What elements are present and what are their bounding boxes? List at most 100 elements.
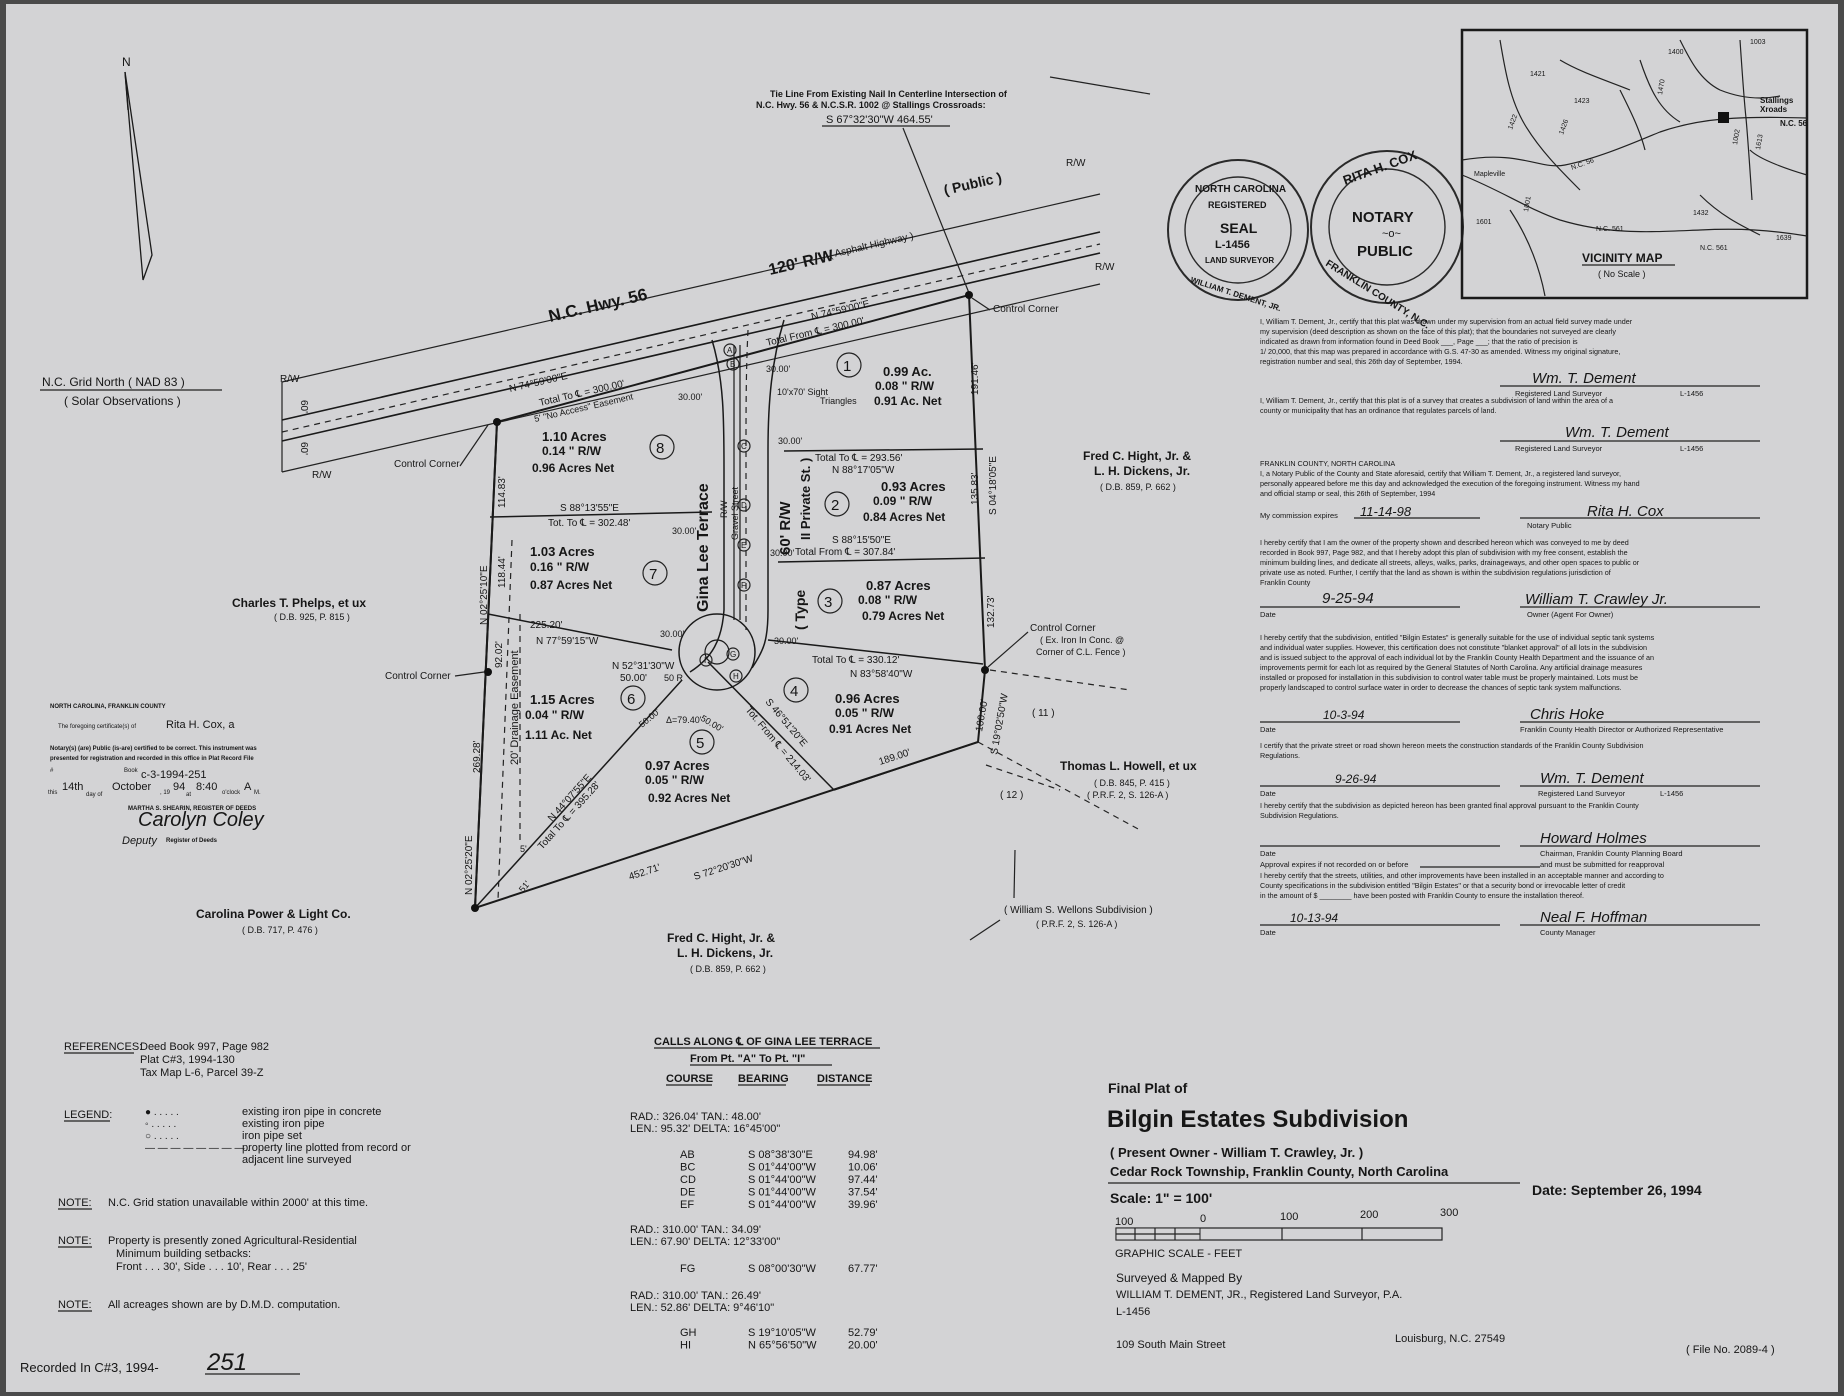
bearing-8: Total To ℄ = 330.12' — [812, 655, 899, 666]
calls-distance: 20.00' — [848, 1340, 878, 1352]
seal-surveyor-bottom: LAND SURVEYOR — [1205, 256, 1274, 265]
dist-30a: 30.00' — [766, 364, 791, 374]
vic-1422: 1422 — [1507, 114, 1519, 131]
lot-7-net: 0.87 Acres Net — [530, 578, 612, 592]
calls-course: AB — [680, 1149, 695, 1161]
vic-1639: 1639 — [1776, 235, 1792, 242]
cert-owner-signature: William T. Crawley Jr. — [1525, 591, 1668, 608]
title-owner: ( Present Owner - William T. Crawley, Jr… — [1110, 1145, 1363, 1160]
cert-street-sig-label: Registered Land Surveyor — [1538, 789, 1626, 798]
cert-street-date-label: Date — [1260, 789, 1276, 798]
bearing-4-dist: Tot. To ℄ = 302.48' — [548, 518, 630, 529]
cert-notary-date: 11-14-98 — [1360, 504, 1412, 519]
calls-course: HI — [680, 1340, 691, 1352]
lot-6-net: 1.11 Ac. Net — [525, 728, 592, 742]
reg-line-6h: 8:40 — [196, 781, 217, 793]
lot-8: 8 1.10 Acres 0.14 " R/W 0.96 Acres Net — [532, 429, 675, 475]
lot-4-num: 4 — [790, 683, 798, 700]
monument-nw — [493, 418, 501, 426]
calls-row: HI N 65°56'50"W 20.00' — [680, 1340, 878, 1352]
calls-bearing: S 08°38'30"E — [748, 1149, 813, 1161]
road-rw-small: R/W — [719, 500, 729, 518]
calls-distance: 52.79' — [848, 1327, 878, 1339]
cert-planning-exp: Approval expires if not recorded on or b… — [1260, 860, 1408, 869]
owner-howell-2: ( D.B. 845, P. 415 ) — [1094, 778, 1170, 788]
note-1-line-2: Front . . . 30', Side . . . 10', Rear . … — [116, 1261, 307, 1273]
cert-owner-date-value: 9-25-94 — [1322, 590, 1374, 607]
rw-label-4: R/W — [312, 470, 332, 481]
scale-200: 200 — [1360, 1209, 1378, 1221]
calls-bearing: S 01°44'00"W — [748, 1199, 817, 1211]
cert-notary-label: Notary Public — [1527, 521, 1572, 530]
owner-hight-ne: Fred C. Hight, Jr. & — [1083, 449, 1191, 463]
calls-distance: 39.96' — [848, 1199, 878, 1211]
legend-text-4: adjacent line surveyed — [242, 1154, 351, 1166]
seal-surveyor-top: NORTH CAROLINA — [1195, 184, 1286, 195]
recorded: Recorded In C#3, 1994- 251 — [20, 1349, 300, 1376]
cert-improvements-line-2: in the amount of $ ________ have been po… — [1260, 891, 1584, 900]
five-foot: 5' — [520, 844, 527, 854]
cert-subdivision-signature: Wm. T. Dement — [1565, 424, 1669, 441]
road-60-rw: 60' R/W — [777, 501, 794, 555]
owner-howell: Thomas L. Howell, et ux — [1060, 759, 1197, 773]
title-firm: WILLIAM T. DEMENT, JR., Registered Land … — [1116, 1289, 1402, 1301]
owner-howell-3: ( P.R.F. 2, S. 126-A ) — [1087, 790, 1168, 800]
cert-surveyor-signature: Wm. T. Dement — [1532, 370, 1636, 387]
dist-30e: 30.00' — [770, 548, 795, 558]
lot-2: 2 0.93 Acres 0.09 " R/W 0.84 Acres Net — [824, 479, 946, 524]
lot-1-num: 1 — [843, 358, 851, 375]
bearing-2: N 74°59'00"E — [508, 371, 569, 395]
lot-4: 4 0.96 Acres 0.05 " R/W 0.91 Acres Net — [783, 677, 911, 736]
calls-bearing: S 01°44'00"W — [748, 1162, 817, 1174]
cert-notary-line-3: and official stamp or seal, this 26th of… — [1260, 489, 1435, 498]
scale-100b: 100 — [1280, 1211, 1298, 1223]
calls-bearing: N 65°56'50"W — [748, 1340, 817, 1352]
road-private: II Private St. ) — [798, 458, 813, 540]
vic-1001: 1001 — [1523, 196, 1533, 213]
owner-wellons-2: ( P.R.F. 2, S. 126-A ) — [1036, 919, 1117, 929]
owner-hight-s: Fred C. Hight, Jr. & — [667, 931, 775, 945]
cert-street-num: L-1456 — [1660, 789, 1683, 798]
rw-label-2: R/W — [1095, 262, 1115, 273]
bearing-14: 132.73' — [986, 595, 997, 628]
reg-line-6b: 14th — [62, 781, 83, 793]
lot-6-acres: 1.15 Acres — [530, 692, 595, 707]
lot-5: 5 0.97 Acres 0.05 " R/W 0.92 Acres Net — [645, 729, 730, 805]
cert-owner-line-2: minimum building lines, and dedicate all… — [1260, 558, 1640, 567]
sight-triangle-2: Triangles — [820, 396, 857, 406]
bearing-6: 225.20' — [530, 620, 563, 631]
dist-30c: 30.00' — [778, 436, 803, 446]
cert-improvements-line-0: I hereby certify that the streets, utili… — [1260, 871, 1664, 880]
reg-line-2a: The foregoing certificate(s) of — [58, 724, 136, 730]
bearing-7-dist: 50.00' — [620, 673, 647, 684]
seal-surveyor-num: L-1456 — [1215, 239, 1250, 251]
reg-line-6j: A — [244, 781, 252, 793]
lot-2-rw: 0.09 " R/W — [873, 494, 933, 508]
bearing-15e: 269.28' — [472, 740, 483, 773]
rw-label-3: R/W — [280, 374, 300, 385]
vicinity-map: Stallings Xroads N.C. 56 N.C. 56 Maplevi… — [1460, 28, 1809, 300]
references: REFERENCES: Deed Book 997, Page 982 Plat… — [64, 1041, 269, 1079]
cert-improvements-sig-label: County Manager — [1540, 928, 1596, 937]
bearing-4: S 88°13'55"E — [560, 503, 619, 514]
seal-notary-dash: ~o~ — [1382, 228, 1401, 240]
lot-5-num: 5 — [696, 735, 704, 752]
reg-line-1: NORTH CAROLINA, FRANKLIN COUNTY — [50, 704, 166, 710]
cert-street-line-0: I certify that the private street or roa… — [1260, 741, 1644, 750]
cert-notary-line-0: FRANKLIN COUNTY, NORTH CAROLINA — [1260, 459, 1395, 468]
point-f: F — [741, 581, 746, 590]
seal-notary-notary: NOTARY — [1352, 209, 1414, 226]
legend-text-3: property line plotted from record or — [242, 1142, 411, 1154]
control-corner-3: Control Corner — [385, 671, 451, 682]
cert-street-line-1: Regulations. — [1260, 751, 1300, 760]
lot-6-rw: 0.04 " R/W — [525, 708, 585, 722]
road-type: ( Type — [792, 590, 808, 630]
reg-line-6f: 94 — [173, 781, 185, 793]
control-corner-1: Control Corner — [394, 459, 460, 470]
dist-30b: 30.00' — [678, 392, 703, 402]
vic-1003: 1003 — [1750, 39, 1766, 46]
control-corners: Control Corner Control Corner Control Co… — [385, 297, 1141, 831]
vic-1470: 1470 — [1657, 79, 1667, 96]
sixty-b: 60' — [298, 442, 309, 455]
